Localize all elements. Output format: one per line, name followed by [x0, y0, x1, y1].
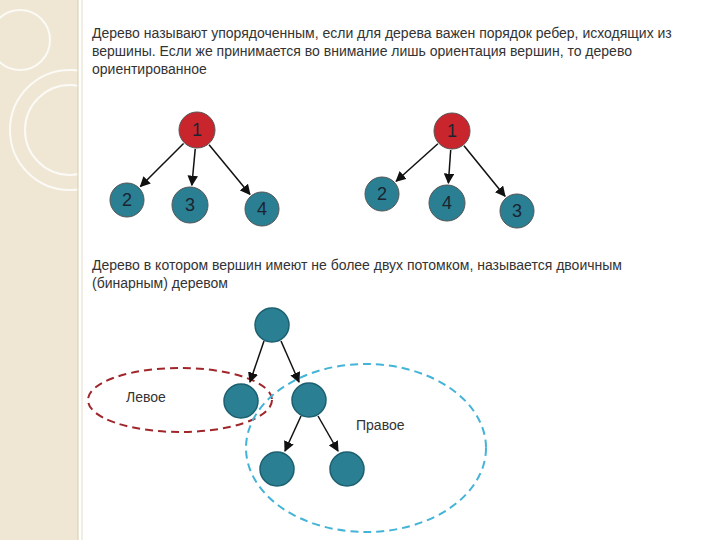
- tree-edge: [448, 150, 450, 183]
- tree-edge: [396, 144, 438, 182]
- vertex-number: 4: [244, 191, 280, 227]
- vertex-number: 3: [171, 186, 209, 224]
- tree-vertex: 3: [499, 193, 535, 229]
- vertex-number: 4: [428, 184, 466, 222]
- vertex-number: 1: [178, 111, 216, 149]
- tree-vertex: 1: [433, 112, 471, 150]
- tree-vertex: 2: [109, 182, 145, 218]
- left-subtree-outline: [88, 368, 272, 432]
- tree-edge: [140, 143, 183, 186]
- subtree-label: Левое: [126, 388, 186, 406]
- side-strip: [0, 0, 78, 540]
- tree-edge: [209, 145, 250, 195]
- vertex-number: 2: [364, 176, 400, 212]
- slide-text: Дерево называют упорядоченным, если для …: [92, 24, 692, 78]
- tree-vertex: 4: [428, 184, 466, 222]
- subtree-label: Правое: [356, 416, 426, 434]
- right-subtree-outline: [246, 364, 486, 532]
- tree-vertex: 4: [244, 191, 280, 227]
- tree-vertex: 3: [171, 186, 209, 224]
- vertex-number: 1: [433, 112, 471, 150]
- slide-text: Дерево в котором вершин имеют не более д…: [92, 256, 692, 292]
- binary-tree: [88, 308, 486, 532]
- tree-edge: [192, 149, 195, 185]
- vertex-number: 2: [109, 182, 145, 218]
- tree-vertex: 1: [178, 111, 216, 149]
- vertex-number: 3: [499, 193, 535, 229]
- tree-edge: [464, 146, 505, 197]
- tree-vertex: 2: [364, 176, 400, 212]
